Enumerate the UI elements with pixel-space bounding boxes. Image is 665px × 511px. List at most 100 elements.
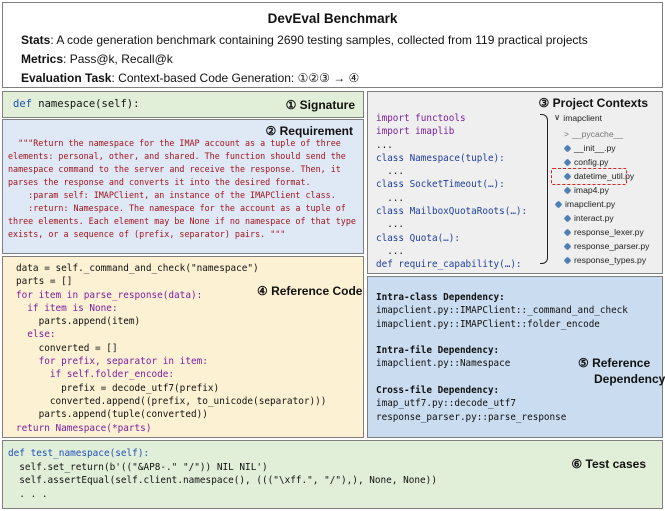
reference-code-title: ④ Reference Code <box>257 284 363 298</box>
code-line: converted.append((prefix, to_unicode(sep… <box>16 395 327 407</box>
chevron-down-icon: ∨ <box>554 112 561 122</box>
context-brace <box>540 114 548 264</box>
context-line: ... <box>376 139 393 151</box>
dependency-line: imap_utf7.py::decode_utf7 <box>376 398 516 410</box>
docstring-line: :return: Namespace. The namespace for th… <box>8 203 346 213</box>
python-file-icon <box>563 144 572 152</box>
intra-class-label: Intra-class Dependency: <box>376 292 505 303</box>
tree-root[interactable]: ∨imapclient <box>554 112 602 123</box>
project-contexts-title: ③ Project Contexts <box>538 96 648 110</box>
cross-file-label: Cross-file Dependency: <box>376 385 500 397</box>
docstring-line: elements: personal, other, and shared. T… <box>8 151 346 161</box>
signature-code: def namespace(self): <box>13 98 139 110</box>
stats-label: Stats <box>21 33 51 47</box>
dependency-block: Intra-class Dependency: imapclient.py::I… <box>376 291 628 424</box>
python-file-icon <box>563 256 572 264</box>
stats-text: : A code generation benchmark containing… <box>50 33 588 47</box>
docstring-line: """Return the namespace for the IMAP acc… <box>8 138 341 148</box>
signature-text: namespace(self): <box>31 98 140 110</box>
code-line: else: <box>16 329 56 341</box>
tree-item[interactable]: >__pycache__ <box>564 129 623 139</box>
context-line: class MailboxQuotaRoots(…): <box>376 206 528 218</box>
reference-code-block: data = self._command_and_check("namespac… <box>16 262 326 435</box>
task-row: Evaluation Task: Context-based Code Gene… <box>21 71 359 85</box>
test-code-block: def test_namespace(self): self.set_retur… <box>8 447 437 501</box>
test-line: . . . <box>8 488 48 500</box>
tree-item-label: __init__.py <box>574 143 616 153</box>
reference-dependency-panel: Intra-class Dependency: imapclient.py::I… <box>367 276 665 438</box>
python-file-icon <box>563 214 572 222</box>
context-line: import imaplib <box>376 126 455 138</box>
signature-title: ① Signature <box>285 98 355 112</box>
tree-item[interactable]: response_parser.py <box>563 241 649 251</box>
code-line: parts.append(item) <box>16 316 141 328</box>
python-file-icon <box>563 186 572 194</box>
test-cases-panel: def test_namespace(self): self.set_retur… <box>2 440 663 509</box>
code-line: return Namespace(*parts) <box>16 422 152 434</box>
project-contexts-panel: ③ Project Contexts import functools impo… <box>367 91 663 284</box>
reference-code-panel: data = self._command_and_check("namespac… <box>2 256 364 438</box>
signature-panel: def namespace(self): ① Signature <box>2 91 364 118</box>
code-line: prefix = decode_utf7(prefix) <box>16 382 220 394</box>
dependency-line: imapclient.py::IMAPClient::_command_and_… <box>376 305 628 317</box>
context-line: import functools <box>376 113 466 124</box>
docstring-line: namespace command to the server and rece… <box>8 164 341 174</box>
code-line: converted = [] <box>16 342 118 354</box>
context-line: def require_capability(…): <box>376 259 522 271</box>
code-line: parts = [] <box>16 276 73 288</box>
task-text: : Context-based Code Generation: ①②③ → ④ <box>111 71 360 85</box>
context-line: class SocketTimeout(…): <box>376 179 505 191</box>
requirement-panel: ② Requirement """Return the namespace fo… <box>2 119 364 254</box>
python-file-icon <box>563 228 572 236</box>
python-file-icon <box>563 242 572 250</box>
python-file-icon <box>563 158 572 166</box>
docstring-line: parses the response and converts it into… <box>8 177 311 187</box>
tree-item[interactable]: response_types.py <box>563 255 647 265</box>
dependency-line: response_parser.py::parse_response <box>376 411 567 423</box>
python-file-icon <box>554 200 563 208</box>
signature-keyword: def <box>13 98 32 110</box>
code-line: if self.folder_encode: <box>16 369 175 381</box>
docstring-line: three elements. Each element may be None… <box>8 216 356 226</box>
tree-item-highlighted[interactable]: imapclient.py <box>554 199 615 209</box>
code-line: data = self._command_and_check("namespac… <box>16 263 259 274</box>
test-cases-title: ⑥ Test cases <box>571 457 646 471</box>
context-line: class Quota(…): <box>376 232 460 244</box>
intra-file-label: Intra-file Dependency: <box>376 345 500 357</box>
highlight-box <box>551 168 627 185</box>
context-line: ... <box>376 166 404 178</box>
context-line: ... <box>376 219 404 231</box>
tree-item-label: imap4.py <box>574 185 609 195</box>
benchmark-header: DevEval Benchmark Stats: A code generati… <box>2 2 663 88</box>
dependency-line: imapclient.py::IMAPClient::folder_encode <box>376 318 600 330</box>
requirement-title: ② Requirement <box>265 124 353 138</box>
tree-item-label: response_lexer.py <box>574 227 644 237</box>
tree-item[interactable]: config.py <box>563 157 609 167</box>
tree-item-label: config.py <box>574 157 609 167</box>
context-line: ... <box>376 192 404 204</box>
tree-item[interactable]: imap4.py <box>563 185 609 195</box>
dependency-title-line1: ⑤ Reference <box>578 356 651 370</box>
stats-row: Stats: A code generation benchmark conta… <box>21 33 588 47</box>
tree-item-label: __pycache__ <box>572 129 624 139</box>
tree-item[interactable]: interact.py <box>563 213 614 223</box>
tree-item[interactable]: __init__.py <box>563 143 616 153</box>
docstring-line: exists, or a sequence of (prefix, separa… <box>8 229 286 239</box>
tree-item-label: datetime_util.py <box>574 171 635 181</box>
tree-item[interactable]: response_lexer.py <box>563 227 644 237</box>
code-line: for item in parse_response(data): <box>16 289 203 301</box>
metrics-label: Metrics <box>21 52 64 66</box>
tree-root-label: imapclient <box>563 112 602 123</box>
test-line: def test_namespace(self): <box>8 448 150 459</box>
task-label: Evaluation Task <box>21 71 112 85</box>
docstring-line: :param self: IMAPClient, an instance of … <box>8 190 336 200</box>
benchmark-title: DevEval Benchmark <box>267 11 398 26</box>
dependency-title-line2: Dependency <box>594 372 665 386</box>
metrics-row: Metrics: Pass@k, Recall@k <box>21 52 173 66</box>
tree-item[interactable]: datetime_util.py <box>563 171 635 181</box>
tree-item-label: response_types.py <box>574 255 647 265</box>
chevron-right-icon: > <box>564 129 570 139</box>
dependency-line: imapclient.py::Namespace <box>376 358 511 370</box>
test-line: self.assertEqual(self.client.namespace()… <box>8 475 437 487</box>
requirement-docstring: """Return the namespace for the IMAP acc… <box>8 137 356 241</box>
